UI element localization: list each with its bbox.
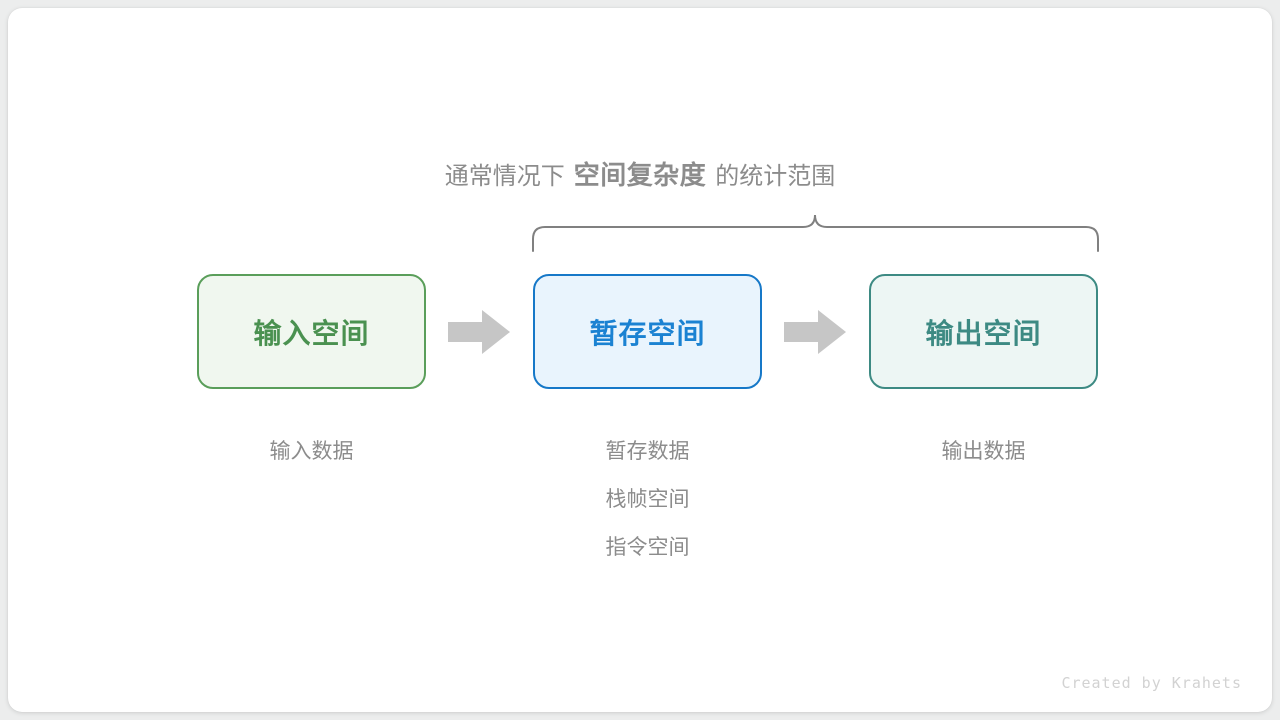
caption-prefix: 通常情况下 xyxy=(444,163,565,190)
space-boxes-row: 输入空间 暂存空间 输出空间 xyxy=(8,274,1272,390)
right-arrow-icon xyxy=(448,310,510,354)
input-labels-column: 输入数据 xyxy=(197,428,426,476)
arrow-temp-to-output xyxy=(784,308,846,356)
label-input-data: 输入数据 xyxy=(269,440,354,463)
box-temp-space[interactable]: 暂存空间 xyxy=(533,274,762,389)
diagram-caption: 通常情况下空间复杂度的统计范围 xyxy=(8,155,1272,197)
temp-labels-column: 暂存数据 栈帧空间 指令空间 xyxy=(533,428,762,572)
caption-emphasis: 空间复杂度 xyxy=(573,160,707,190)
arrow-input-to-temp xyxy=(448,308,510,356)
scope-brace xyxy=(523,203,1108,263)
label-temp-data: 暂存数据 xyxy=(605,440,690,463)
label-instruction-space: 指令空间 xyxy=(605,536,690,559)
diagram-card: 通常情况下空间复杂度的统计范围 输入空间 暂存空间 输出空间 输入数据 xyxy=(8,8,1272,712)
scope-brace-icon xyxy=(532,214,1099,252)
box-input-space-label: 输入空间 xyxy=(253,317,370,349)
watermark: Created by Krahets xyxy=(1061,674,1242,692)
label-stack-frame-space: 栈帧空间 xyxy=(605,488,690,511)
output-labels-column: 输出数据 xyxy=(869,428,1098,476)
caption-suffix: 的统计范围 xyxy=(715,163,836,190)
box-temp-space-label: 暂存空间 xyxy=(589,317,706,349)
box-output-space[interactable]: 输出空间 xyxy=(869,274,1098,389)
label-output-data: 输出数据 xyxy=(941,440,1026,463)
box-input-space[interactable]: 输入空间 xyxy=(197,274,426,389)
right-arrow-icon xyxy=(784,310,846,354)
label-columns: 输入数据 暂存数据 栈帧空间 指令空间 输出数据 xyxy=(8,428,1272,578)
box-output-space-label: 输出空间 xyxy=(925,317,1042,349)
